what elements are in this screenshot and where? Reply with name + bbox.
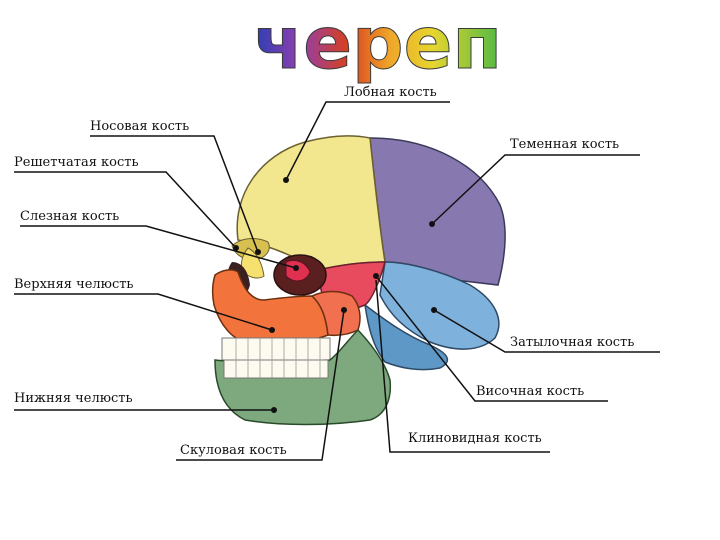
label-occipital: Затылочная кость [510,335,635,350]
temporal-bone [363,303,449,371]
label-mandible: Нижняя челюсть [14,391,133,406]
tooth-lines [235,338,321,378]
label-ethmoid: Решетчатая кость [14,155,139,170]
lower-teeth [223,359,329,379]
label-lacrimal: Слезная кость [20,209,120,224]
lacrimal-bone [285,259,311,282]
label-frontal: Лобная кость [344,85,437,100]
leader-occipital [433,309,660,353]
upper-teeth [221,337,331,361]
leader-temporal [375,275,608,402]
leader-lines [14,101,660,461]
leader-zygomatic [176,309,345,461]
label-temporal: Височная кость [476,384,585,399]
page-title: череп [254,1,502,85]
leader-frontal [285,101,450,181]
leader-maxilla [14,293,273,331]
leader-parietal [431,154,640,225]
leader-sphenoid [375,279,550,453]
leader-nasal [90,135,259,253]
occipital-bone [379,261,500,350]
nasal-bone [240,247,265,279]
label-parietal: Теменная кость [510,137,620,152]
leader-ethmoid [14,171,237,249]
label-maxilla: Верхняя челюсть [14,277,134,292]
label-nasal: Носовая кость [90,119,190,134]
label-zygomatic: Скуловая кость [180,443,287,458]
skull [211,135,506,426]
label-sphenoid: Клиновидная кость [408,431,542,446]
leader-dots [233,177,437,413]
leader-lacrimal [20,225,297,269]
